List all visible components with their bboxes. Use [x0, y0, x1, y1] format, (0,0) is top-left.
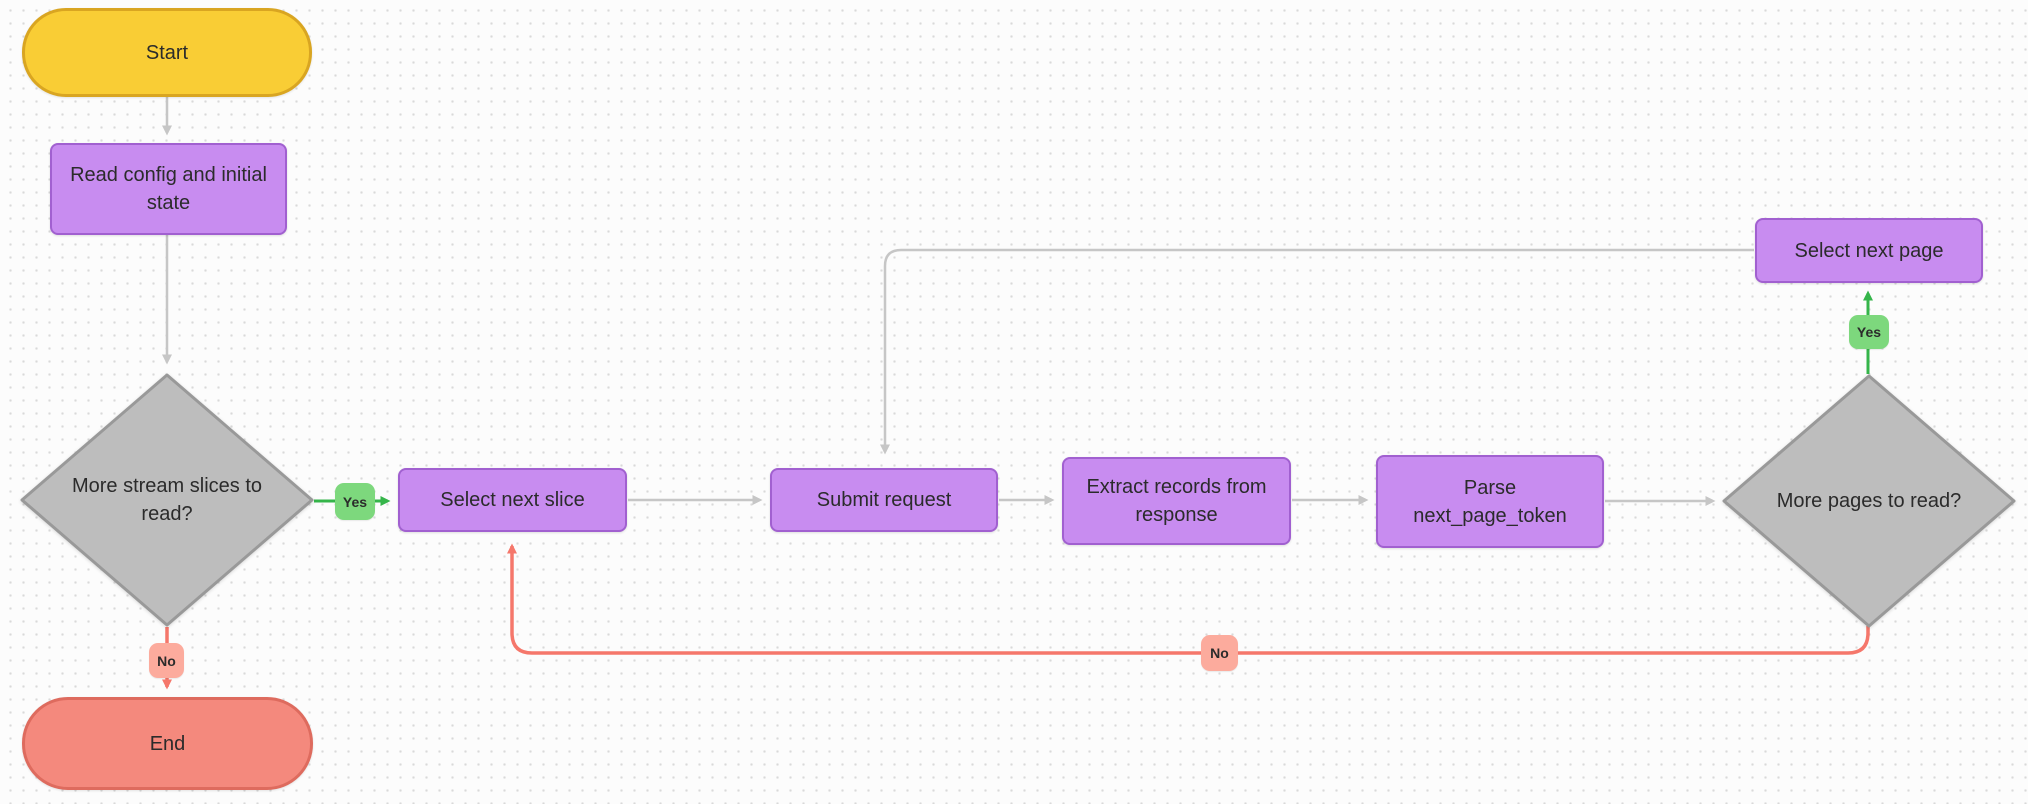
more-pages-decision: More pages to read?: [1722, 374, 2016, 628]
read-config-node: Read config and initial state: [50, 143, 287, 235]
read-config-node-label: Read config and initial state: [70, 164, 267, 214]
parse-token-node: Parse next_page_token: [1376, 455, 1604, 548]
more-pages-diamond-shape: [1722, 374, 2016, 628]
more-pages-decision-label: More pages to read?: [1776, 490, 1962, 512]
start-node-label: Start: [145, 41, 189, 64]
edge-more-pages-no-to-select-slice: [507, 543, 1870, 655]
end-node: End: [22, 697, 313, 790]
no-label-pages-text: No: [1210, 645, 1229, 661]
more-slices-diamond-shape: [20, 373, 314, 627]
submit-request-node: Submit request: [770, 468, 998, 532]
no-label-slices: No: [149, 643, 184, 678]
more-slices-decision: More stream slices to read?: [20, 373, 314, 627]
select-next-slice-node-label: Select next slice: [440, 489, 585, 511]
yes-label-pages-text: Yes: [1856, 324, 1882, 340]
parse-token-node-label: Parse next_page_token: [1413, 476, 1567, 527]
yes-label-pages: Yes: [1849, 315, 1889, 349]
submit-request-node-label: Submit request: [816, 489, 952, 511]
yes-label-slices-text: Yes: [342, 493, 368, 510]
more-slices-decision-label: More stream slices to read?: [71, 475, 263, 525]
extract-records-node-label: Extract records from response: [1086, 476, 1267, 526]
select-next-slice-node: Select next slice: [398, 468, 627, 532]
start-node: Start: [22, 8, 312, 97]
edge-select-page-to-submit: [880, 248, 1754, 455]
select-next-page-node: Select next page: [1755, 218, 1983, 283]
select-next-page-node-label: Select next page: [1794, 239, 1944, 262]
no-label-pages: No: [1201, 635, 1238, 671]
yes-label-slices: Yes: [335, 483, 375, 520]
end-node-label: End: [149, 732, 186, 755]
extract-records-node: Extract records from response: [1062, 457, 1291, 545]
no-label-slices-text: No: [157, 652, 176, 669]
